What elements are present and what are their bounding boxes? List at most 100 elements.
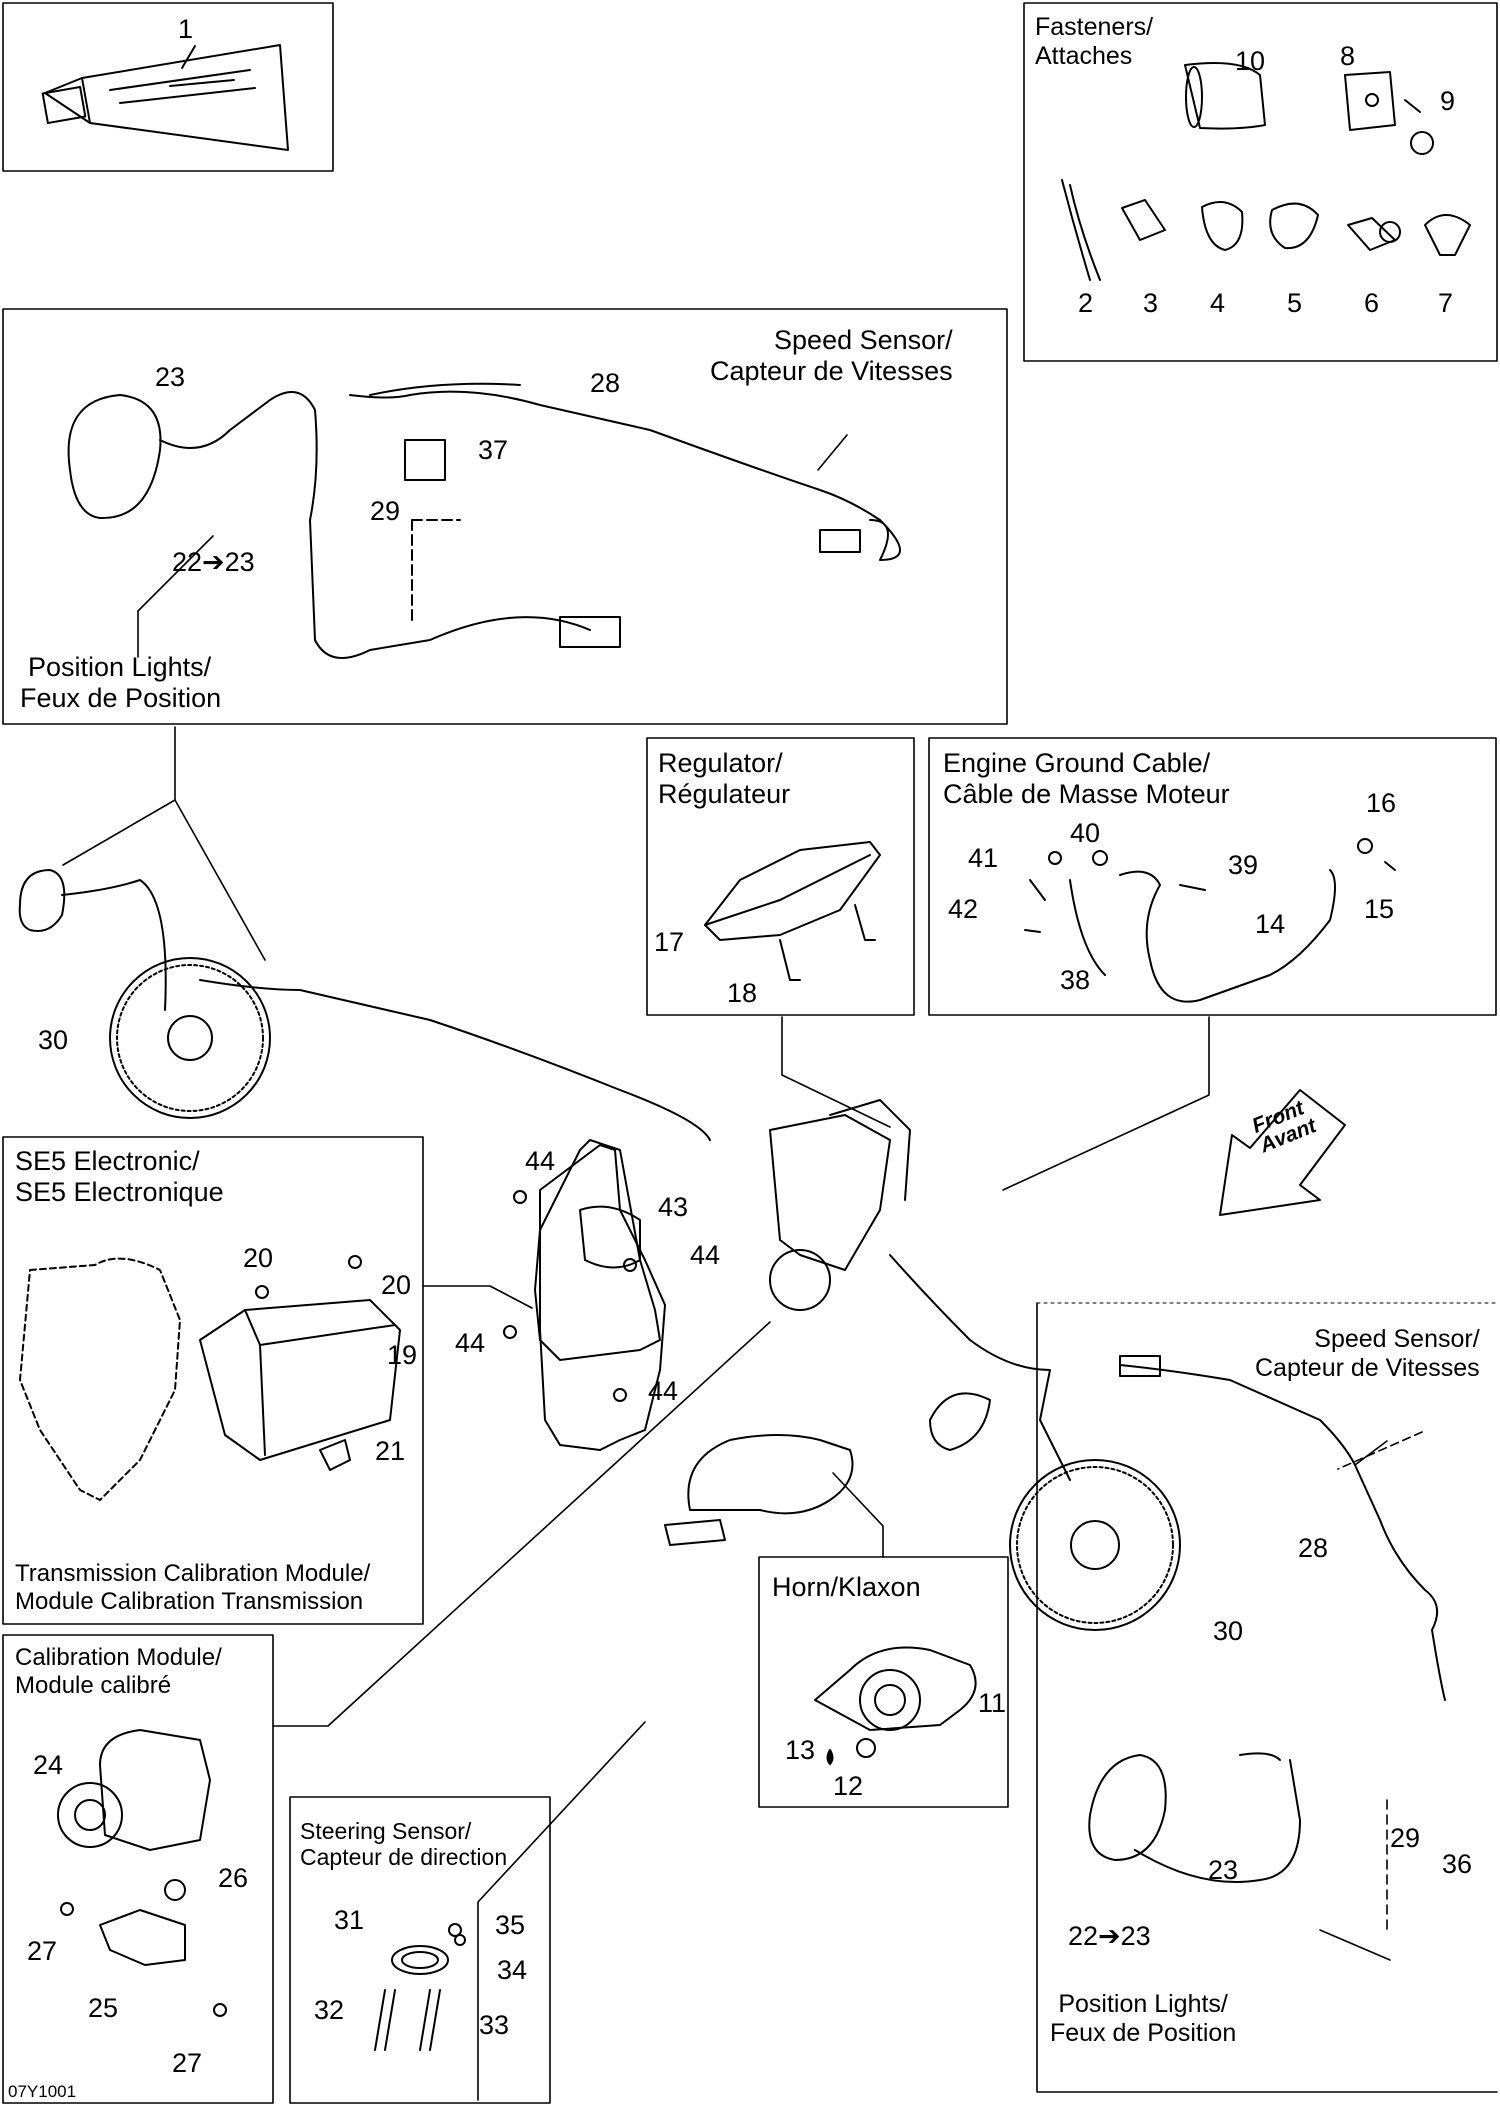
horn-illustration (814, 1646, 977, 1765)
calibration-line1: Calibration Module/ (15, 1644, 222, 1671)
speed-sensor-top-title: Speed Sensor/ Capteur de Vitesses (710, 325, 953, 387)
fasteners-title: Fasteners/ Attaches (1035, 13, 1153, 71)
callout-25: 25 (88, 1993, 119, 2023)
callout-27-a: 27 (27, 1936, 58, 1966)
position-lights-top-title: Position Lights/ Feux de Position (20, 652, 221, 714)
callout-29-bottom: 29 (1390, 1823, 1421, 1853)
right-wheel-harness-illustration (1009, 1355, 1446, 1883)
callout-8: 8 (1340, 41, 1356, 71)
steering-line1: Steering Sensor/ (300, 1818, 472, 1844)
callout-10: 10 (1235, 46, 1266, 76)
steering-sensor-illustration (374, 1923, 466, 2051)
diagram-code: 07Y1001 (8, 2082, 77, 2101)
steering-box (289, 1796, 551, 2104)
horn-line1: Horn/Klaxon (772, 1572, 921, 1602)
callout-22-23-bottom: 22➔23 (1068, 1921, 1151, 1951)
callout-39: 39 (1228, 850, 1259, 880)
callout-44-b: 44 (690, 1240, 721, 1270)
engine-ground-title: Engine Ground Cable/ Câble de Masse Mote… (943, 748, 1230, 810)
callout-44-d: 44 (648, 1376, 679, 1406)
se5-line1: SE5 Electronic/ (15, 1146, 200, 1176)
speed-sensor-top-line1: Speed Sensor/ (774, 325, 953, 355)
speed-sensor-bottom-title: Speed Sensor/ Capteur de Vitesses (1255, 1325, 1480, 1383)
calibration-title: Calibration Module/ Module calibré (15, 1644, 222, 1699)
callout-20-a: 20 (243, 1243, 274, 1273)
callout-40: 40 (1070, 818, 1101, 848)
callout-23-bottom: 23 (1208, 1855, 1239, 1885)
callout-24: 24 (33, 1750, 64, 1780)
tcm-line1: Transmission Calibration Module/ (15, 1560, 371, 1587)
position-lights-top-line2: Feux de Position (20, 683, 222, 714)
callout-31: 31 (334, 1905, 365, 1935)
callout-44-a: 44 (525, 1146, 556, 1176)
position-lights-bottom-title: Position Lights/ Feux de Position (1050, 1990, 1236, 2048)
top-harness-illustration (67, 382, 901, 659)
central-assembly-illustration (534, 1099, 1071, 1546)
tube-box (2, 2, 334, 172)
callout-2: 2 (1078, 288, 1094, 318)
callout-37: 37 (478, 435, 509, 465)
leader-position-lights (62, 726, 176, 866)
callout-14: 14 (1255, 909, 1286, 939)
callout-29-top: 29 (370, 496, 401, 526)
callout-11: 11 (978, 1688, 1007, 1718)
regulator-illustration (704, 841, 881, 981)
speed-sensor-bottom-line2: Capteur de Vitesses (1255, 1353, 1480, 1382)
position-lights-bottom-line1: Position Lights/ (1058, 1990, 1228, 2018)
callout-18: 18 (727, 978, 758, 1008)
regulator-title: Regulator/ Régulateur (658, 748, 790, 810)
engine-ground-line2: Câble de Masse Moteur (943, 779, 1230, 810)
callout-28-top: 28 (590, 368, 621, 398)
callout-36: 36 (1442, 1849, 1473, 1879)
fasteners-title-line1: Fasteners/ (1035, 13, 1154, 41)
speed-sensor-bottom-line1: Speed Sensor/ (1314, 1325, 1480, 1353)
calibration-box (2, 1634, 274, 2104)
calibration-line2: Module calibré (15, 1671, 172, 1699)
position-lights-bottom-line2: Feux de Position (1050, 2018, 1237, 2047)
callout-34: 34 (497, 1955, 528, 1985)
callout-9: 9 (1440, 86, 1456, 116)
regulator-line2: Régulateur (658, 779, 791, 810)
engine-ground-line1: Engine Ground Cable/ (943, 748, 1211, 778)
callout-30-right: 30 (1213, 1616, 1244, 1646)
se5-module-illustration (19, 1255, 401, 1501)
callout-44-c: 44 (455, 1328, 486, 1358)
callout-13: 13 (785, 1735, 816, 1765)
front-arrow-icon (1219, 1089, 1346, 1216)
callout-12: 12 (833, 1771, 864, 1801)
callout-28-bottom: 28 (1298, 1533, 1329, 1563)
callout-7: 7 (1438, 288, 1454, 318)
calibration-module-illustration (57, 1729, 227, 2017)
bracket-43-illustration (503, 1144, 666, 1451)
engine-ground-cable-illustration (1024, 838, 1396, 1003)
callout-15: 15 (1364, 894, 1395, 924)
engine-ground-box (928, 737, 1497, 1016)
tcm-title: Transmission Calibration Module/ Module … (15, 1560, 370, 1615)
callout-32: 32 (314, 1995, 345, 2025)
callout-30-left: 30 (38, 1025, 69, 1055)
callout-1: 1 (178, 14, 194, 44)
fasteners-box (1023, 2, 1498, 362)
tcm-line2: Module Calibration Transmission (15, 1587, 364, 1615)
callout-3: 3 (1143, 288, 1159, 318)
callout-20-b: 20 (381, 1270, 412, 1300)
left-wheel-harness-illustration (18, 869, 711, 1141)
position-lights-top-line1: Position Lights/ (28, 652, 212, 682)
callout-27-b: 27 (172, 2048, 203, 2078)
se5-line2: SE5 Electronique (15, 1177, 224, 1208)
callout-41: 41 (968, 843, 999, 873)
callout-42: 42 (948, 894, 979, 924)
callout-43: 43 (658, 1192, 689, 1222)
callout-19: 19 (387, 1340, 418, 1370)
callout-38: 38 (1060, 965, 1091, 995)
position-lights-box (2, 308, 1008, 725)
speed-sensor-top-line2: Capteur de Vitesses (710, 356, 953, 387)
speed-sensor-bottom-frame (1036, 1302, 1498, 2093)
regulator-line1: Regulator/ (658, 748, 783, 778)
se5-title: SE5 Electronic/ SE5 Electronique (15, 1146, 224, 1208)
callout-21: 21 (375, 1436, 406, 1466)
callout-22-23-top: 22➔23 (172, 547, 255, 577)
fasteners-illustration (1061, 62, 1471, 281)
